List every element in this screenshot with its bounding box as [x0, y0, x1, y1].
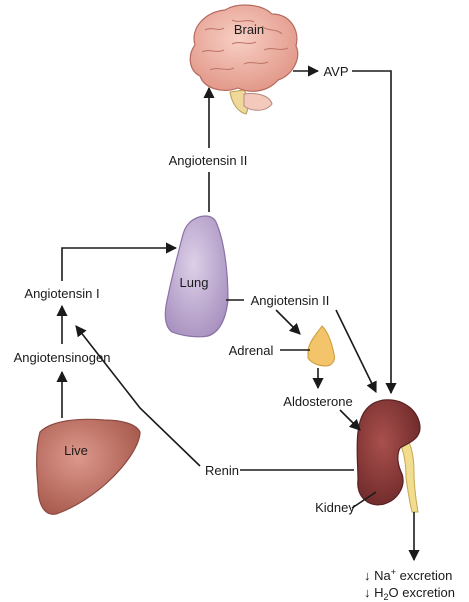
arrow-ang2-to-adrenal [276, 310, 300, 334]
angiotensin-i-label: Angiotensin I [24, 286, 99, 301]
aldosterone-label: Aldosterone [283, 394, 352, 409]
arrow-aldosterone-to-kidney [340, 410, 360, 430]
arrow-avp-to-kidney [352, 71, 391, 393]
kidney-label: Kidney [315, 500, 355, 515]
brain-illustration: Brain [190, 5, 298, 114]
liver-illustration: Live [37, 419, 140, 514]
liver-label: Live [64, 443, 88, 458]
brain-label: Brain [234, 22, 264, 37]
angiotensin-ii-top-label: Angiotensin II [169, 153, 248, 168]
kidney-illustration [357, 400, 420, 512]
angiotensin-ii-mid-label: Angiotensin II [251, 293, 330, 308]
adrenal-illustration [308, 326, 335, 366]
water-excretion-label: ↓ H2O excretion [364, 585, 455, 602]
lung-illustration: Lung [165, 216, 228, 337]
lung-label: Lung [180, 275, 209, 290]
sodium-excretion-label: ↓ Na+ excretion [364, 567, 452, 583]
arrow-ang1-to-lung [62, 248, 176, 281]
arrow-ang2-to-kidney [336, 310, 376, 392]
adrenal-label: Adrenal [229, 343, 274, 358]
avp-label: AVP [323, 64, 348, 79]
renin-label: Renin [205, 463, 239, 478]
angiotensinogen-label: Angiotensinogen [14, 350, 111, 365]
